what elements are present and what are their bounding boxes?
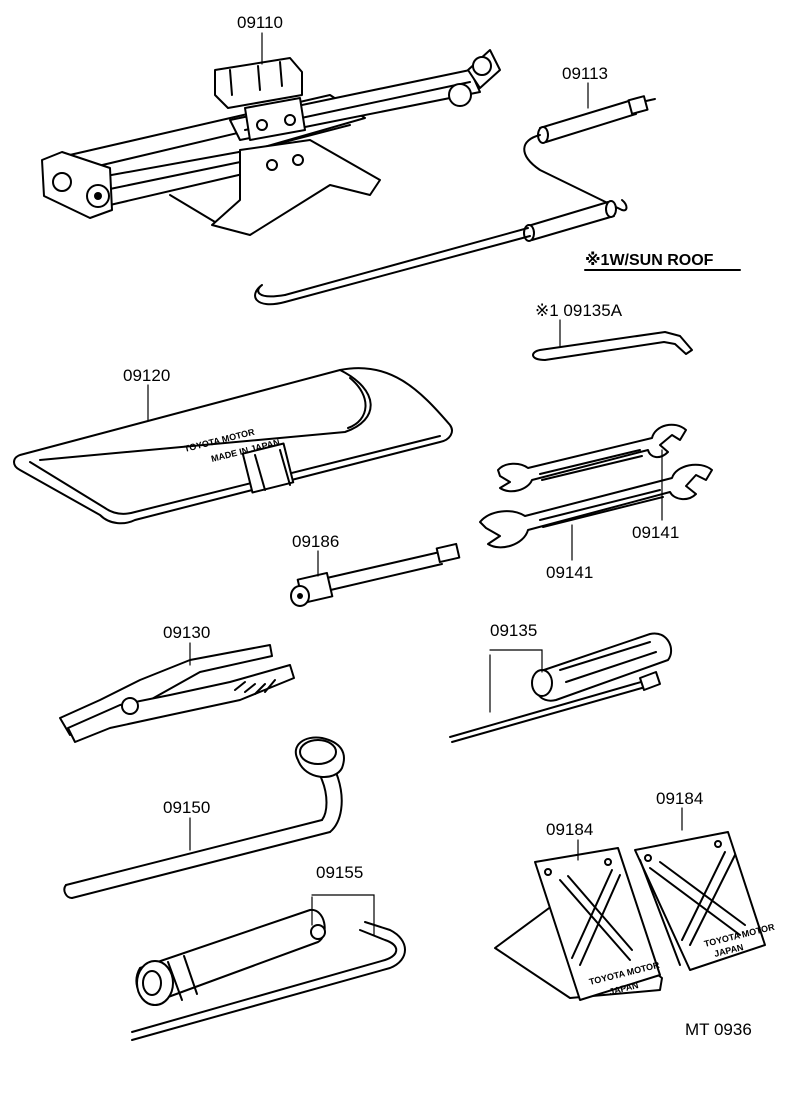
wrench-lower-drawing bbox=[479, 463, 713, 549]
label-09150: 09150 bbox=[163, 798, 210, 817]
label-09141-lower: 09141 bbox=[546, 563, 593, 582]
spark-plug-wrench-drawing bbox=[131, 908, 406, 1041]
label-09130: 09130 bbox=[163, 623, 210, 642]
screwdriver-drawing bbox=[449, 632, 673, 743]
label-09135: 09135 bbox=[490, 621, 537, 640]
tool-bag-drawing bbox=[13, 367, 453, 525]
note-sun-roof: ※1W/SUN ROOF bbox=[585, 251, 714, 269]
wheel-chock-rear-drawing bbox=[634, 831, 766, 971]
figure-code: MT 0936 bbox=[685, 1020, 752, 1039]
jack-drawing bbox=[41, 49, 501, 236]
label-09186: 09186 bbox=[292, 532, 339, 551]
lug-wrench-drawing bbox=[63, 736, 345, 899]
label-09184-front: 09184 bbox=[546, 820, 593, 839]
label-09110: 09110 bbox=[237, 13, 283, 32]
label-09120: 09120 bbox=[123, 366, 170, 385]
pliers-drawing bbox=[59, 644, 295, 743]
label-09184-rear: 09184 bbox=[656, 789, 703, 808]
label-09135A: ※1 09135A bbox=[535, 301, 623, 320]
jack-handle-drawing bbox=[254, 95, 656, 306]
label-09141-upper: 09141 bbox=[632, 523, 679, 542]
label-09155: 09155 bbox=[316, 863, 363, 882]
extension-bar-drawing bbox=[290, 542, 461, 607]
wrench-upper-drawing bbox=[497, 423, 687, 493]
label-09113: 09113 bbox=[562, 64, 608, 83]
wheel-chock-front-drawing bbox=[494, 847, 663, 1001]
sunroof-wrench-drawing bbox=[532, 331, 693, 361]
